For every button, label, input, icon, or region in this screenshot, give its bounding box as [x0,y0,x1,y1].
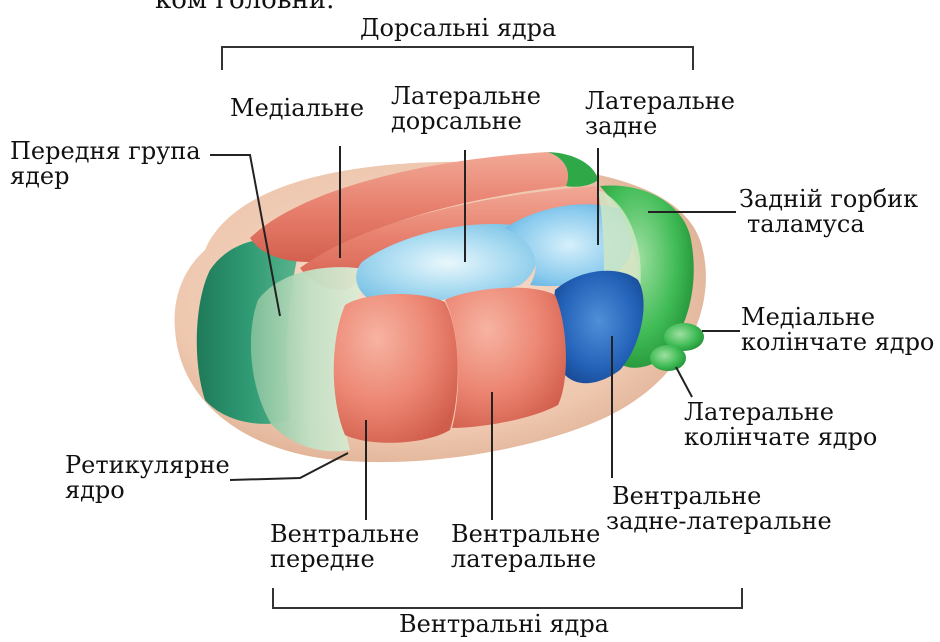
label-ventral-lateral-line2: латеральне [451,547,600,572]
label-anterior-group-line2: ядер [10,164,201,189]
label-medial: Медіальне [230,96,364,121]
lateral-geniculate-nucleus [650,345,686,371]
label-ventral-posterolateral: Вентральне задне-латеральне [606,484,832,534]
dorsal-bracket [222,47,693,70]
dorsal-group-label: Дорсальні ядра [360,16,556,41]
label-reticular: Ретикулярне ядро [65,453,230,503]
label-pulvinar-line1: Задній горбик [739,187,918,212]
label-medial-geniculate: Медіальне колінчате ядро [741,305,934,355]
label-lateral-dorsal-line1: Латеральне [391,84,541,109]
label-lateral-geniculate-line2: колінчате ядро [684,425,877,450]
label-ventral-posterolateral-line1: Вентральне [606,484,832,509]
label-pulvinar-line2: таламуса [739,212,918,237]
ventral-bracket [273,588,742,608]
label-lateral-geniculate: Латеральне колінчате ядро [684,400,877,450]
label-ventral-posterolateral-line2: задне-латеральне [606,509,832,534]
label-anterior-group: Передня група ядер [10,139,201,189]
leader-lateral-geniculate [676,367,692,397]
label-medial-geniculate-line2: колінчате ядро [741,330,934,355]
label-reticular-line2: ядро [65,478,230,503]
label-pulvinar: Задній горбик таламуса [739,187,918,237]
ventral-anterior-nucleus [334,294,458,443]
ventral-group-label: Вентральні ядра [399,612,609,637]
label-lateral-posterior-line2: задне [585,114,735,139]
label-medial-geniculate-line1: Медіальне [741,305,934,330]
label-ventral-anterior-line1: Вентральне [270,522,419,547]
label-anterior-group-line1: Передня група [10,139,201,164]
label-lateral-geniculate-line1: Латеральне [684,400,877,425]
label-lateral-posterior-line1: Латеральне [585,89,735,114]
label-ventral-lateral: Вентральне латеральне [451,522,600,572]
label-lateral-posterior: Латеральне задне [585,89,735,139]
label-lateral-dorsal-line2: дорсальне [391,109,541,134]
label-lateral-dorsal: Латеральне дорсальне [391,84,541,134]
label-ventral-anterior-line2: передне [270,547,419,572]
ventral-lateral-nucleus [445,288,566,428]
label-reticular-line1: Ретикулярне [65,453,230,478]
label-ventral-anterior: Вентральне передне [270,522,419,572]
label-ventral-lateral-line1: Вентральне [451,522,600,547]
